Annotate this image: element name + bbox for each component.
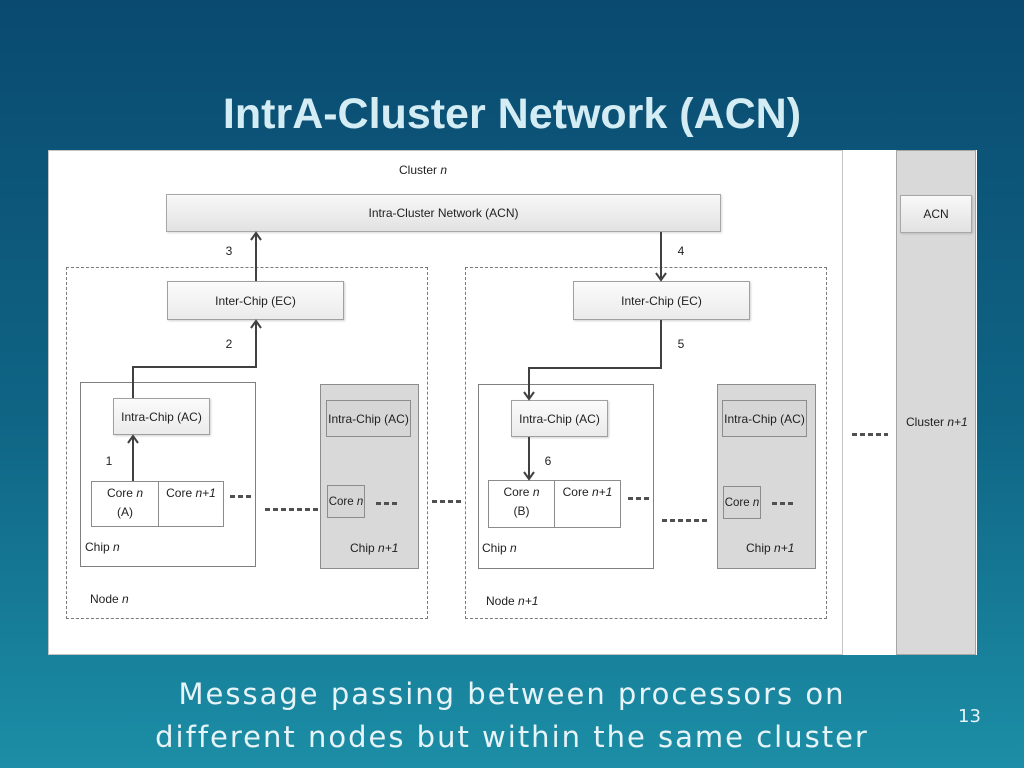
intra-chip-box-gray: Intra-Chip (AC) xyxy=(722,400,807,437)
acn-bar: Intra-Cluster Network (ACN) xyxy=(166,194,721,232)
core-b-tag: (B) xyxy=(513,504,530,518)
node-n-box xyxy=(66,267,428,619)
step-label-3: 3 xyxy=(225,244,233,258)
cluster-label-text: Cluster xyxy=(399,163,438,177)
more-cores-dots xyxy=(376,502,397,505)
step-label-6: 6 xyxy=(544,454,552,468)
inter-chip-label: Inter-Chip (EC) xyxy=(215,293,296,308)
intra-chip-label: Intra-Chip (AC) xyxy=(328,411,409,426)
core-next-var: n+1 xyxy=(195,486,216,500)
core-a-cell: Core n (A) xyxy=(92,482,158,526)
cluster-label-var: n xyxy=(440,163,448,177)
core-pair-node-n1: Core n (B) Core n+1 xyxy=(488,480,621,528)
node-n-label: Node n xyxy=(90,592,129,606)
chip-n-label: Chip n xyxy=(482,541,517,555)
inter-chip-box-node-n: Inter-Chip (EC) xyxy=(167,281,344,320)
step-label-2: 2 xyxy=(225,337,233,351)
chip-label-var: n+1 xyxy=(774,541,795,555)
core-a-label: Core xyxy=(106,486,133,500)
message-path-arrows xyxy=(127,231,667,481)
chip-label-var: n+1 xyxy=(378,541,399,555)
chip-label-text: Chip xyxy=(85,540,110,554)
core-var: n xyxy=(356,495,364,508)
core-b-cell: Core n (B) xyxy=(489,481,554,527)
core-next-label: Core xyxy=(166,486,193,500)
core-b-name: Core n xyxy=(489,483,554,502)
acn-label: ACN xyxy=(923,207,949,221)
intra-chip-box-node-n: Intra-Chip (AC) xyxy=(113,398,210,435)
chip-n1-label: Chip n+1 xyxy=(350,541,398,555)
node-label-text: Node xyxy=(486,594,515,608)
slide-caption: Message passing between processors on di… xyxy=(0,673,1024,759)
core-label: Core xyxy=(724,496,750,509)
arrow-step-6 xyxy=(523,437,535,481)
chip-label-text: Chip xyxy=(350,541,375,555)
step-label-4: 4 xyxy=(677,244,685,258)
inter-chip-label: Inter-Chip (EC) xyxy=(621,293,702,308)
caption-line-1: Message passing between processors on xyxy=(178,677,846,711)
core-a-tag: (A) xyxy=(117,505,133,519)
core-next-var: n+1 xyxy=(592,485,613,499)
intra-chip-box-node-n1: Intra-Chip (AC) xyxy=(511,400,608,437)
cluster-n1-panel: ACN Cluster n+1 xyxy=(896,150,976,655)
arrow-step-3 xyxy=(250,231,262,281)
acn-bar-label: Intra-Cluster Network (ACN) xyxy=(368,206,519,220)
intra-chip-label: Intra-Chip (AC) xyxy=(121,409,202,424)
core-var: n xyxy=(752,496,760,509)
core-box-gray: Core n xyxy=(723,486,761,519)
core-a-name: Core n xyxy=(92,484,158,503)
chip-label-text: Chip xyxy=(482,541,507,555)
core-next-cell: Core n+1 xyxy=(158,482,223,526)
caption-line-2: different nodes but within the same clus… xyxy=(155,720,869,754)
core-next-label: Core xyxy=(562,485,589,499)
arrow-step-5 xyxy=(523,320,662,401)
chip-n-label: Chip n xyxy=(85,540,120,554)
more-cores-dots xyxy=(772,502,793,505)
cluster-n1-label: Cluster n+1 xyxy=(906,415,968,429)
more-nodes-dots xyxy=(432,500,462,503)
chip-label-var: n xyxy=(510,541,517,555)
arrow-step-2 xyxy=(132,319,262,398)
step-label-5: 5 xyxy=(677,337,685,351)
core-pair-node-n: Core n (A) Core n+1 xyxy=(91,481,224,527)
core-box-gray: Core n xyxy=(327,485,365,518)
cluster-diagram: Cluster n Intra-Cluster Network (ACN) In… xyxy=(48,150,977,655)
chip-label-text: Chip xyxy=(746,541,771,555)
intra-chip-box-gray: Intra-Chip (AC) xyxy=(326,400,411,437)
node-n1-label: Node n+1 xyxy=(486,594,538,608)
step-label-1: 1 xyxy=(105,454,113,468)
cluster-label-text: Cluster xyxy=(906,415,945,429)
node-label-var: n+1 xyxy=(518,594,539,608)
more-cores-dots xyxy=(230,495,251,498)
core-a-var: n xyxy=(136,486,144,500)
slide-title: IntrA-Cluster Network (ACN) xyxy=(222,90,802,138)
acn-box-next-cluster: ACN xyxy=(900,195,972,233)
slide-number: 13 xyxy=(958,706,981,727)
arrow-step-4 xyxy=(655,232,667,282)
more-chips-dots xyxy=(662,519,710,522)
inter-chip-box-node-n1: Inter-Chip (EC) xyxy=(573,281,750,320)
more-cores-dots xyxy=(628,497,649,500)
node-n1-box xyxy=(465,267,827,619)
core-next-cell: Core n+1 xyxy=(554,481,620,527)
chip-n1-label: Chip n+1 xyxy=(746,541,794,555)
node-label-text: Node xyxy=(90,592,119,606)
core-b-var: n xyxy=(532,485,540,499)
cluster-label-var: n+1 xyxy=(947,415,968,429)
more-chips-dots xyxy=(265,508,318,511)
arrow-step-1 xyxy=(127,434,139,481)
node-label-var: n xyxy=(122,592,129,606)
core-label: Core xyxy=(328,495,354,508)
chip-label-var: n xyxy=(113,540,120,554)
intra-chip-label: Intra-Chip (AC) xyxy=(724,411,805,426)
core-b-label: Core xyxy=(503,485,530,499)
intra-chip-label: Intra-Chip (AC) xyxy=(519,411,600,426)
more-clusters-dots xyxy=(852,433,888,436)
cluster-n-label: Cluster n xyxy=(399,163,447,177)
